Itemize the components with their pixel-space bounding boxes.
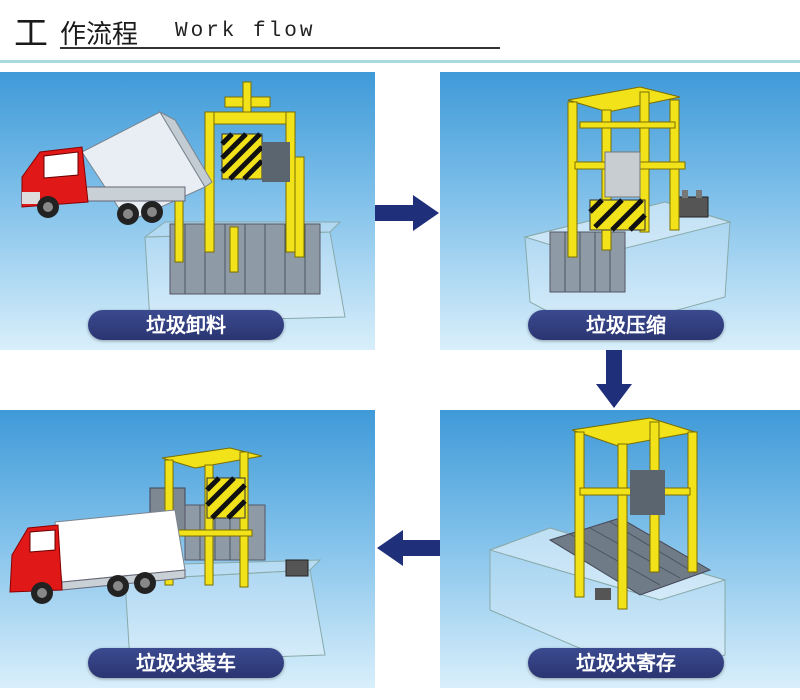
step-panel-loading: 垃圾块装车	[0, 410, 375, 688]
arrow-right-icon	[375, 195, 439, 231]
arrow-left-icon	[377, 530, 441, 566]
loading-illustration	[9, 447, 326, 663]
step-label-loading: 垃圾块装车	[88, 648, 284, 678]
unloading-illustration	[21, 81, 346, 323]
step-panel-unloading: 垃圾卸料	[0, 72, 375, 350]
title-chinese: 作流程	[60, 20, 139, 50]
storage-illustration	[488, 417, 727, 679]
header-divider	[0, 60, 800, 63]
step-label-unloading: 垃圾卸料	[88, 310, 284, 340]
arrow-down-icon	[596, 350, 632, 408]
title-english: Work flow	[175, 20, 316, 43]
step-label-storage: 垃圾块寄存	[528, 648, 724, 678]
step-panel-storage: 垃圾块寄存	[440, 410, 800, 688]
title-underline	[60, 47, 500, 49]
page-header: 工 作流程 Work flow	[0, 0, 800, 63]
compression-illustration	[523, 86, 732, 335]
step-panel-compression: 垃圾压缩	[440, 72, 800, 350]
step-label-compression: 垃圾压缩	[528, 310, 724, 340]
title-first-char: 工	[14, 14, 49, 54]
